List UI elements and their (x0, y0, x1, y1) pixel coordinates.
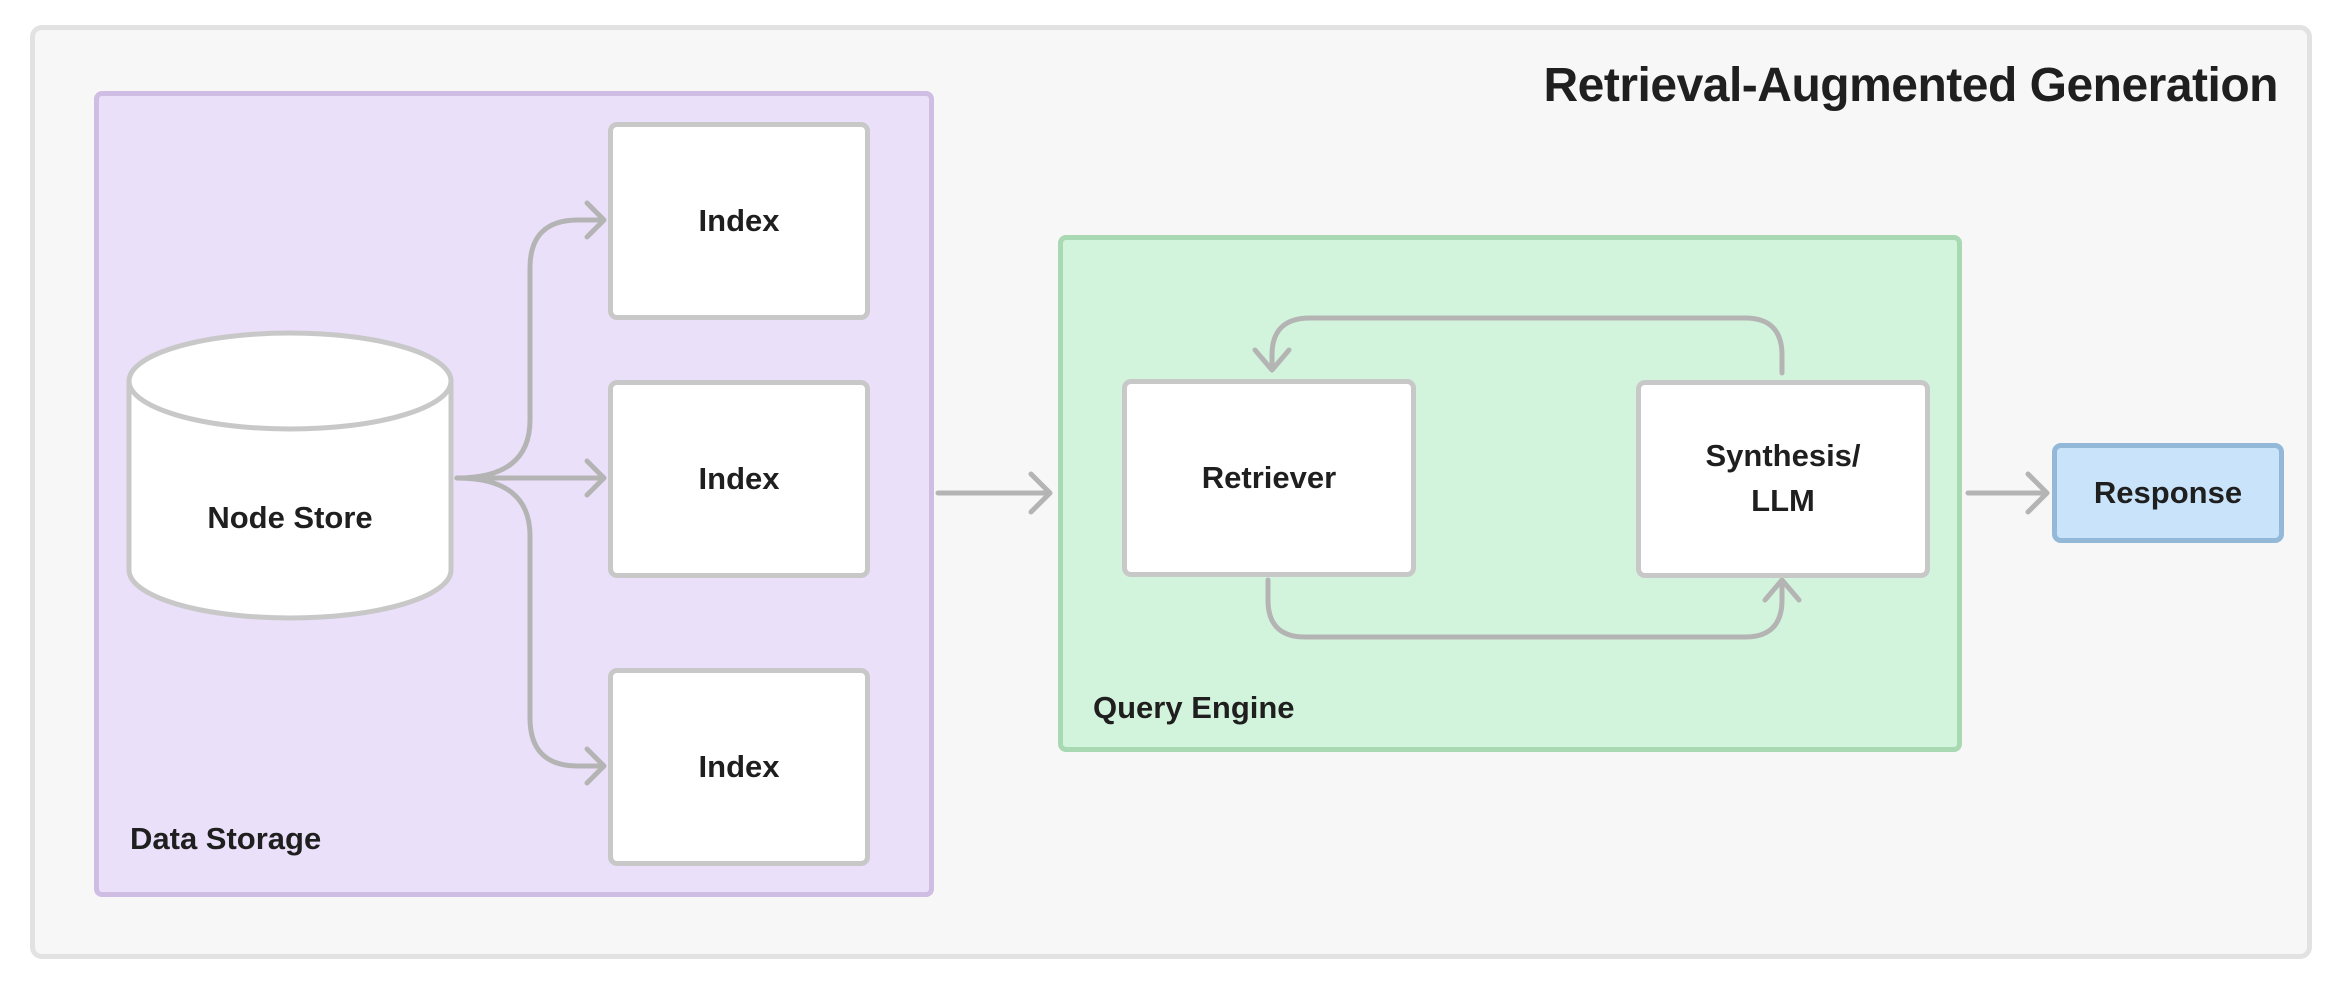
data-storage-label: Data Storage (130, 821, 322, 856)
index-box-2: Index (608, 380, 870, 578)
engine-to-response-arrowhead (2025, 471, 2050, 515)
branch-bottom-connector (454, 475, 603, 769)
node-store-label: Node Store (207, 500, 373, 535)
loop-bottom-arrowhead (1762, 577, 1802, 603)
loop-bottom-connector (1265, 577, 1785, 640)
arrowhead-index-bottom (584, 746, 607, 786)
arrowhead-index-top (584, 200, 607, 240)
arrowhead-index-middle (584, 458, 607, 498)
branch-top-connector (454, 217, 603, 481)
storage-to-engine-arrowhead (1028, 471, 1053, 515)
diagram-title: Retrieval-Augmented Generation (1543, 59, 2279, 112)
index-box-1: Index (608, 122, 870, 320)
index-box-3: Index (608, 668, 870, 866)
loop-top-arrowhead (1252, 347, 1292, 373)
query-engine-label: Query Engine (1093, 690, 1295, 725)
synthesis-llm-box: Synthesis/ LLM (1636, 380, 1930, 578)
node-store-cylinder (126, 330, 454, 621)
loop-top-connector (1269, 315, 1785, 376)
response-box: Response (2052, 443, 2284, 543)
retriever-box: Retriever (1122, 379, 1416, 577)
